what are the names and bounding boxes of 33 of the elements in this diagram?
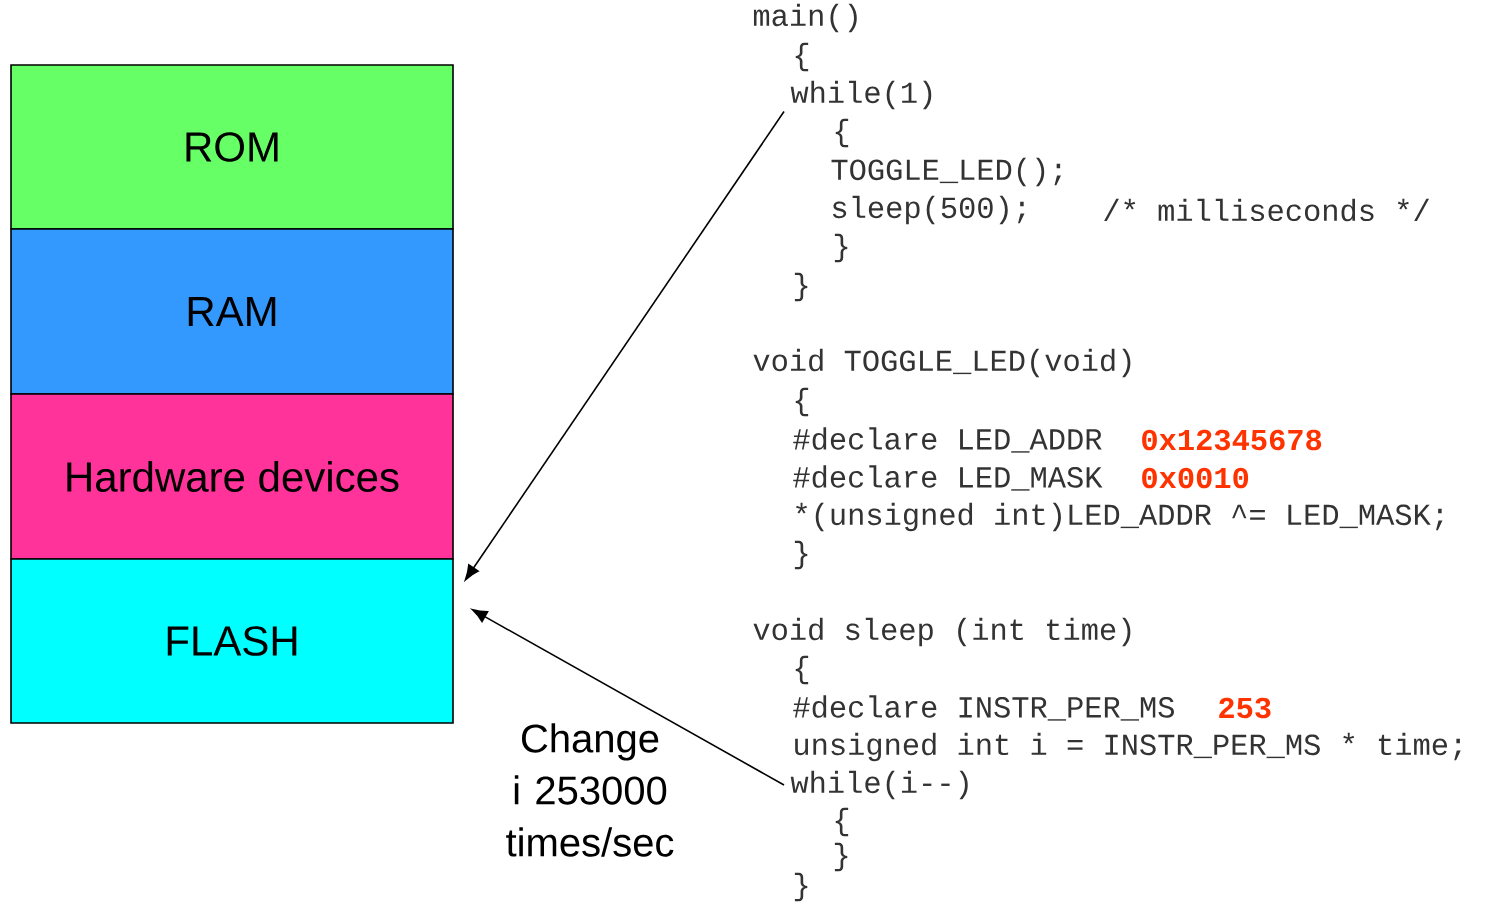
code-line: } — [794, 872, 808, 902]
code-line: void TOGGLE_LED(void) — [753, 348, 1131, 378]
code-line: TOGGLE_LED(); — [831, 157, 1061, 187]
memory-region-box: RAM — [10, 228, 454, 395]
code-line: unsigned int i = INSTR_PER_MS * time; — [795, 732, 1461, 762]
code-line: sleep(500); — [832, 195, 1025, 225]
code-line: main() — [753, 3, 857, 33]
code-line: { — [835, 118, 849, 148]
code-line: { — [795, 42, 809, 72]
code-value: 253 — [1219, 697, 1271, 719]
note-text: Change i 253000 times/sec — [506, 723, 674, 857]
code-line: } — [834, 233, 848, 263]
code-line: { — [835, 807, 849, 837]
memory-region-box: ROM — [10, 64, 454, 230]
code-line: #declare LED_ADDR — [793, 427, 1102, 453]
code-line: /* milliseconds */ — [1104, 198, 1429, 222]
code-line: *(unsigned int)LED_ADDR ^= LED_MASK; — [796, 502, 1443, 532]
code-line: void sleep (int time) — [753, 617, 1131, 647]
code-line: #declare LED_MASK — [793, 465, 1103, 491]
code-line: #declare INSTR_PER_MS — [793, 695, 1174, 721]
code-line: } — [794, 272, 808, 302]
code-line: while(i--) — [790, 770, 968, 800]
code-value: 0x12345678 — [1142, 429, 1322, 451]
memory-region-box: FLASH — [10, 558, 454, 724]
arrow — [464, 110, 785, 581]
code-line: { — [795, 387, 809, 417]
code-value: 0x0010 — [1142, 467, 1249, 489]
memory-region-box: Hardware devices — [10, 393, 454, 560]
code-line: } — [794, 540, 808, 570]
arrow — [471, 608, 785, 786]
code-line: { — [795, 655, 809, 685]
code-line: while(1) — [790, 80, 932, 110]
code-line: } — [834, 842, 848, 872]
